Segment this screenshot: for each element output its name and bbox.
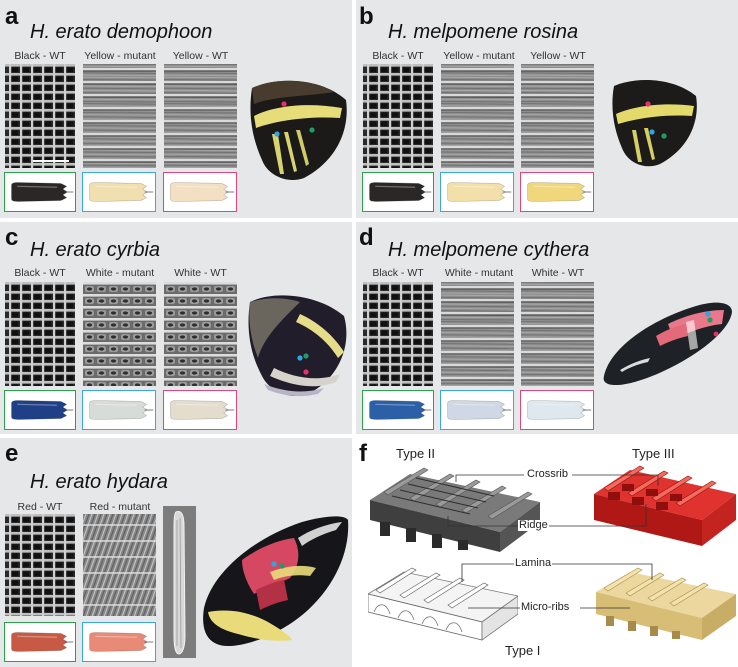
- sem-image-black-wt: [363, 282, 433, 386]
- scale-bar: [33, 160, 69, 162]
- wing-image: [608, 74, 698, 170]
- type-iii-label: Type III: [632, 446, 675, 461]
- column-label: Black - WT: [14, 267, 66, 279]
- sem-image-scale-overview: [163, 506, 196, 658]
- column-label: White - mutant: [85, 267, 155, 279]
- type-iii-structure: [594, 462, 736, 550]
- type-ii-structure: [370, 462, 540, 554]
- column-label: Yellow - mutant: [84, 50, 156, 62]
- crossrib-label: Crossrib: [526, 468, 569, 480]
- panel-letter: c: [5, 224, 19, 251]
- type-i-structure: [368, 564, 518, 648]
- scale-photo-yellow-wt: [520, 172, 594, 212]
- scale-photo-black-wt: [4, 172, 76, 212]
- sem-image-white-mutant: [441, 282, 514, 386]
- scale-photo-white-wt: [163, 390, 237, 430]
- panel-letter: e: [5, 440, 19, 467]
- column-label: Red - mutant: [89, 501, 151, 513]
- scale-photo-black-wt: [362, 172, 434, 212]
- column-label: White - WT: [174, 267, 227, 279]
- sem-image-yellow-mutant: [83, 64, 156, 168]
- panel-a: a H. erato demophoon Black - WT Yellow -…: [0, 0, 352, 218]
- sem-image-black-wt: [5, 282, 75, 386]
- column-label: White - WT: [531, 267, 585, 279]
- ridge-label: Ridge: [518, 519, 549, 531]
- wing-image: [198, 508, 350, 650]
- column-label: Yellow - mutant: [443, 50, 515, 62]
- wing-image: [600, 284, 734, 388]
- lamina-label: Lamina: [514, 557, 553, 569]
- panel-f: f Type II Type III Type I: [356, 438, 738, 667]
- panel-b: b H. melpomene rosina Black - WT Yellow …: [356, 0, 738, 218]
- column-label: Black - WT: [372, 267, 424, 279]
- sem-image-white-wt: [164, 282, 237, 386]
- scale-photo-white-mutant: [440, 390, 514, 430]
- column-label: White - mutant: [444, 267, 514, 279]
- leader-lines: [356, 438, 738, 667]
- scale-photo-red-wt: [4, 622, 76, 662]
- sem-image-white-wt: [521, 282, 594, 386]
- panel-letter: d: [359, 224, 374, 251]
- panel-letter: b: [359, 3, 374, 30]
- panel-letter: f: [359, 440, 367, 467]
- type-i-structure-yellow: [596, 564, 736, 646]
- panel-title: H. erato hydara: [30, 471, 168, 493]
- column-label: Red - WT: [17, 501, 63, 513]
- panel-letter: a: [5, 3, 19, 30]
- sem-image-red-mutant: [83, 514, 156, 616]
- sem-image-white-mutant: [83, 282, 156, 386]
- sem-image-black-wt: [5, 64, 75, 168]
- type-i-label: Type I: [505, 643, 541, 658]
- panel-title: H. melpomene cythera: [388, 239, 590, 261]
- panel-e: e H. erato hydara Red - WT Red - mutant: [0, 438, 352, 667]
- sem-image-yellow-mutant: [441, 64, 514, 168]
- scale-photo-black-wt: [4, 390, 76, 430]
- panel-title: H. erato cyrbia: [30, 239, 161, 261]
- sem-image-red-wt: [5, 514, 75, 616]
- scale-photo-yellow-mutant: [82, 172, 156, 212]
- scale-photo-red-mutant: [82, 622, 156, 662]
- panel-c: c H. erato cyrbia Black - WT White - mut…: [0, 222, 352, 434]
- scale-photo-white-wt: [520, 390, 594, 430]
- panel-d: d H. melpomene cythera Black - WT White …: [356, 222, 738, 434]
- scale-photo-yellow-wt: [163, 172, 237, 212]
- wing-image: [244, 74, 348, 184]
- scale-photo-white-mutant: [82, 390, 156, 430]
- panel-title: H. erato demophoon: [30, 21, 213, 43]
- column-label: Yellow - WT: [530, 50, 586, 62]
- scale-photo-yellow-mutant: [440, 172, 514, 212]
- column-label: Black - WT: [372, 50, 424, 62]
- panel-title: H. melpomene rosina: [388, 21, 579, 43]
- column-label: Black - WT: [14, 50, 66, 62]
- sem-image-yellow-wt: [164, 64, 237, 168]
- scale-photo-black-wt: [362, 390, 434, 430]
- type-ii-label: Type II: [396, 446, 436, 461]
- micro-ribs-label: Micro-ribs: [520, 601, 571, 613]
- sem-image-black-wt: [363, 64, 433, 168]
- wing-image: [244, 288, 350, 400]
- column-label: Yellow - WT: [172, 50, 229, 62]
- sem-image-yellow-wt: [521, 64, 594, 168]
